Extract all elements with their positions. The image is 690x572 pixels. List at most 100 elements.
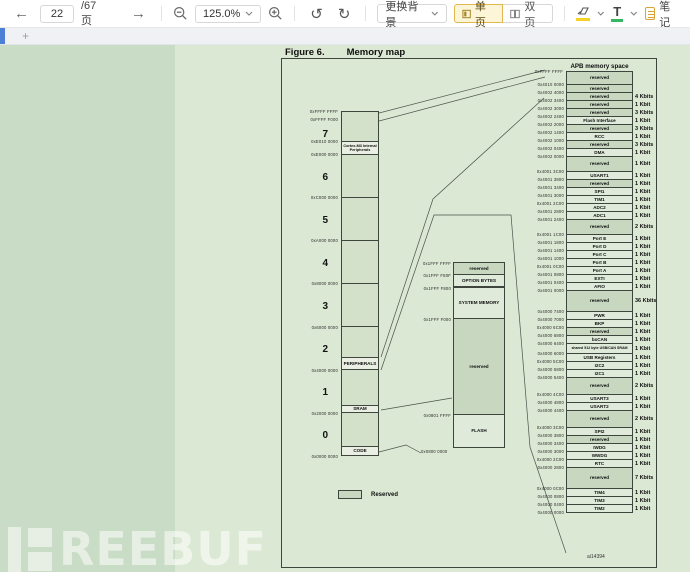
chevron-down-icon xyxy=(245,11,253,16)
memory-address: 0x4002 4000 xyxy=(537,90,564,95)
single-page-button[interactable]: 单页 xyxy=(453,1,504,29)
zoom-out-icon xyxy=(173,6,187,20)
zoom-level-dropdown[interactable]: 125.0% xyxy=(194,4,262,23)
memory-address: 0x4000 4400 xyxy=(537,408,564,413)
block-size-label: 7 Kbits xyxy=(635,475,654,481)
region-number: 5 xyxy=(322,214,328,226)
block-size-label: 3 Kbits xyxy=(635,125,654,132)
highlighter-tool-button[interactable] xyxy=(575,6,590,21)
block-size-label: 1 Kbit xyxy=(635,403,651,410)
memory-address: 0x4000 5400 xyxy=(537,375,564,380)
memory-address: 0x8000 0000 xyxy=(311,281,338,286)
block-size-label: 1 Kbit xyxy=(635,395,651,402)
memory-address: 0x4001 0400 xyxy=(537,280,564,285)
memory-address: 0x4000 0400 xyxy=(537,502,564,507)
active-tab-indicator xyxy=(0,28,5,44)
block-size-label: 1 Kbit xyxy=(635,251,651,258)
block-size-label: 1 Kbit xyxy=(635,452,651,459)
block-size-label: 1 Kbit xyxy=(635,204,651,211)
figure-number: Figure 6. xyxy=(285,47,325,58)
block-size-label: 1 Kbit xyxy=(635,196,651,203)
memory-address: 0x4001 1000 xyxy=(537,256,564,261)
rotate-right-button[interactable]: ↻ xyxy=(334,5,355,23)
memory-address: 0x4000 0000 xyxy=(537,510,564,515)
block-size-label: 1 Kbit xyxy=(635,180,651,187)
memory-address: 0x1FFF FFFF xyxy=(422,261,451,266)
zoom-in-button[interactable] xyxy=(268,6,283,21)
region-number: 0 xyxy=(322,429,328,441)
watermark-logo-bars xyxy=(28,527,52,571)
memory-address: 0xFFFF F000 xyxy=(310,117,338,122)
memory-address: 0x4010 0000 xyxy=(537,82,564,87)
block-size-label: 2 Kbits xyxy=(635,383,654,389)
region-number: 4 xyxy=(322,257,328,269)
memory-address: 0x6000 0000 xyxy=(311,325,338,330)
block-size-label: 3 Kbits xyxy=(635,109,654,116)
memory-address: 0x4000 0C00 xyxy=(536,486,564,491)
block-size-label: 1 Kbit xyxy=(635,320,651,327)
change-background-dropdown[interactable]: 更换背景 xyxy=(377,1,447,29)
page-number-input[interactable] xyxy=(40,4,74,23)
memory-address: 0x4001 0000 xyxy=(537,288,564,293)
memory-address: 0x4000 7400 xyxy=(537,309,564,314)
memory-address: 0x4000 6800 xyxy=(537,333,564,338)
watermark-text: REEBUF xyxy=(59,522,268,572)
double-page-button[interactable]: 双页 xyxy=(503,1,553,29)
reserved-legend-label: Reserved xyxy=(371,491,399,498)
memory-address: 0x4002 2400 xyxy=(537,114,564,119)
previous-page-button[interactable]: ← xyxy=(10,6,33,21)
block-size-label: 1 Kbit xyxy=(635,370,651,377)
chevron-down-icon[interactable] xyxy=(630,11,638,16)
block-size-label: 1 Kbit xyxy=(635,436,651,443)
chevron-down-icon[interactable] xyxy=(597,11,605,16)
memory-address: 0x4001 2C00 xyxy=(536,201,564,206)
figure-title-text: Memory map xyxy=(346,47,406,58)
block-size-label: 1 Kbit xyxy=(635,336,651,343)
memory-address: 0x4000 7000 xyxy=(537,317,564,322)
zoom-in-icon xyxy=(269,6,282,20)
memory-address: 0x2000 0000 xyxy=(311,411,338,416)
memory-address: 0xFFFF FFFF xyxy=(309,109,338,114)
memory-address: 0x4000 6C00 xyxy=(536,325,564,330)
block-size-label: 1 Kbit xyxy=(635,161,651,167)
memory-address: 0xA000 0000 xyxy=(311,238,338,243)
zoom-level-value: 125.0% xyxy=(202,7,241,20)
memory-address: 0x4001 2800 xyxy=(537,209,564,214)
memory-address: 0x4000 3800 xyxy=(537,433,564,438)
memory-address: 0x4001 0800 xyxy=(537,272,564,277)
memory-address: 0x4000 6000 xyxy=(537,351,564,356)
memory-address: 0x1FFF F000 xyxy=(423,317,451,322)
highlighter-icon xyxy=(577,7,589,15)
block-size-label: 2 Kbits xyxy=(635,416,654,422)
memory-address: 0x4001 0C00 xyxy=(536,264,564,269)
rotate-left-button[interactable]: ↺ xyxy=(306,5,327,23)
add-tab-button[interactable]: + xyxy=(22,29,30,43)
block-size-label: 1 Kbit xyxy=(635,172,651,179)
memory-address: 0x4001 1800 xyxy=(537,240,564,245)
block-size-label: 1 Kbit xyxy=(635,460,651,467)
chevron-down-icon xyxy=(431,11,439,16)
next-page-button[interactable]: → xyxy=(127,6,150,21)
text-tool-button[interactable]: T xyxy=(611,5,624,22)
single-page-icon xyxy=(462,9,471,18)
block-size-label: 1 Kbit xyxy=(635,283,651,290)
watermark-logo-bar xyxy=(8,526,21,572)
memory-address: 0x4001 1400 xyxy=(537,248,564,253)
notes-button[interactable]: 笔记 xyxy=(644,0,680,30)
zoom-out-button[interactable] xyxy=(173,6,188,21)
memory-address: 0x4000 0800 xyxy=(537,494,564,499)
block-size-label: 1 Kbit xyxy=(635,188,651,195)
change-background-label: 更换背景 xyxy=(385,0,419,29)
region-sub-block: Cortex-M3 Internal Peripherals xyxy=(341,141,379,155)
memory-address: 0x4000 3C00 xyxy=(536,425,564,430)
